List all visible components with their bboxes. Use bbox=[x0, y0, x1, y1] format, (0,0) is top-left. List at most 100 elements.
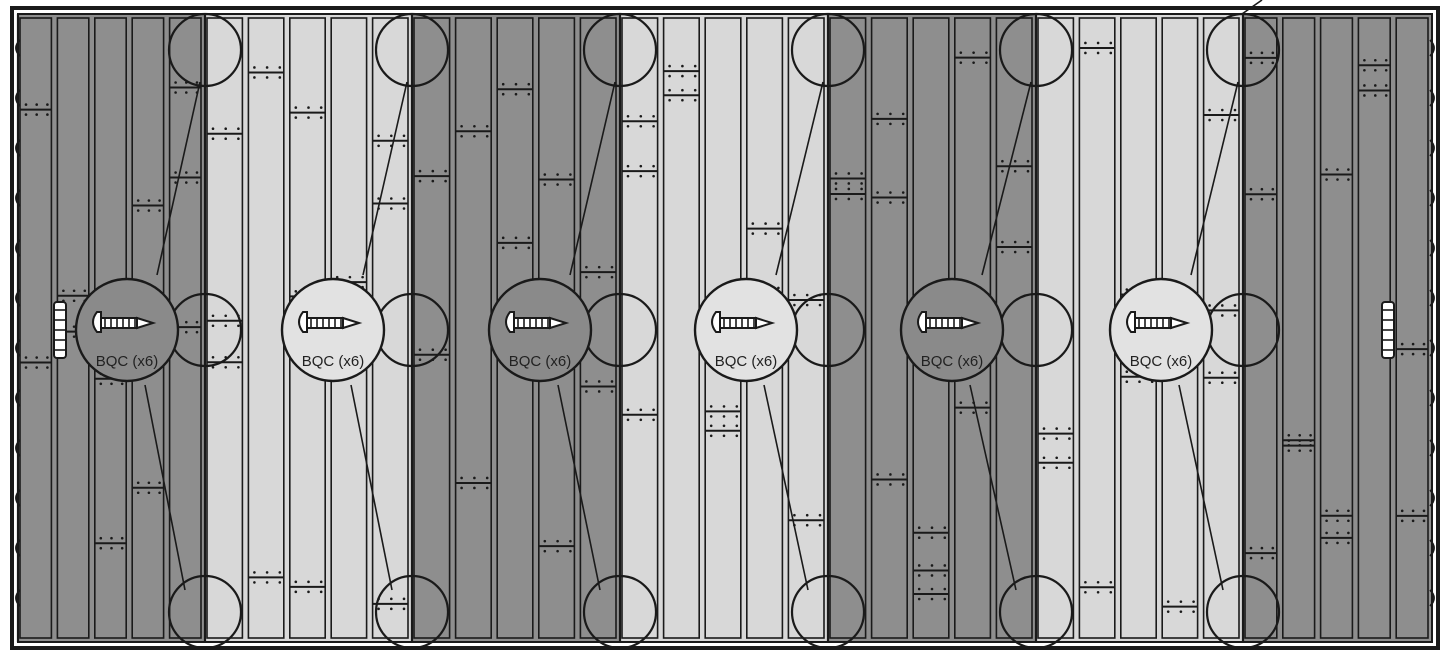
joint-dot bbox=[72, 299, 76, 303]
joint-dot bbox=[1422, 509, 1426, 513]
joint-dot bbox=[1384, 58, 1388, 62]
joint-dot bbox=[1208, 381, 1211, 384]
joint-dot bbox=[1166, 600, 1170, 603]
joint-dot bbox=[889, 201, 892, 204]
joint-dot bbox=[237, 127, 240, 131]
joint-dot bbox=[278, 571, 282, 574]
joint-dot bbox=[147, 199, 151, 202]
joint-dot bbox=[390, 207, 393, 210]
joint-dot bbox=[147, 209, 151, 212]
joint-dot bbox=[847, 197, 851, 201]
joint-dot bbox=[1325, 531, 1328, 535]
joint-dot bbox=[265, 76, 269, 79]
joint-dot bbox=[543, 549, 547, 553]
joint-dot bbox=[972, 411, 975, 414]
joint-dot bbox=[294, 116, 298, 119]
screw-icon bbox=[711, 311, 776, 333]
joint-dot bbox=[985, 61, 988, 64]
joint-dot bbox=[959, 411, 963, 414]
joint-dot bbox=[1325, 168, 1328, 171]
joint-dot bbox=[402, 207, 406, 210]
joint-dot bbox=[1287, 449, 1291, 452]
joint-dot bbox=[265, 581, 269, 584]
joint-dot bbox=[99, 382, 103, 386]
joint-dot bbox=[1166, 610, 1170, 613]
joint-dot bbox=[460, 486, 463, 490]
brace-line bbox=[569, 81, 616, 276]
joint-dot bbox=[1347, 541, 1350, 545]
joint-dot bbox=[1287, 434, 1291, 437]
joint-dot bbox=[1336, 531, 1339, 535]
joint-dot bbox=[751, 232, 755, 235]
screw-tip bbox=[549, 316, 570, 330]
joint-dot bbox=[1287, 444, 1291, 447]
joint-dot bbox=[99, 536, 103, 540]
joint-dot bbox=[120, 382, 124, 386]
joint-dot bbox=[876, 201, 879, 204]
plank bbox=[662, 17, 700, 639]
joint-dot bbox=[1347, 168, 1350, 171]
brace-line bbox=[144, 384, 186, 591]
screw-head bbox=[92, 311, 102, 333]
joint-dot bbox=[319, 580, 323, 584]
joint-dot bbox=[722, 415, 726, 418]
joint-dot bbox=[930, 564, 934, 567]
joint-dot bbox=[1411, 352, 1415, 356]
callout-circle bbox=[1108, 277, 1214, 383]
joint-dot bbox=[569, 549, 572, 553]
joint-dot bbox=[959, 401, 963, 404]
joint-dot bbox=[1084, 590, 1087, 594]
joint-dot bbox=[1096, 51, 1100, 55]
joint-dot bbox=[294, 590, 298, 594]
screw-shank bbox=[100, 317, 138, 329]
joint-dot bbox=[709, 405, 713, 408]
joint-dot bbox=[24, 356, 28, 359]
joint-dot bbox=[626, 164, 630, 168]
joint-dot bbox=[1233, 108, 1237, 112]
joint-dot bbox=[722, 424, 726, 428]
joint-dot bbox=[1221, 118, 1224, 122]
joint-dot bbox=[35, 103, 38, 106]
joint-dot bbox=[709, 424, 713, 428]
joint-dot bbox=[473, 476, 476, 480]
joint-dot bbox=[889, 191, 892, 194]
joint-dot bbox=[211, 314, 215, 318]
joint-dot bbox=[1384, 94, 1388, 97]
joint-dot bbox=[1096, 580, 1100, 584]
joint-dot bbox=[876, 483, 879, 486]
plank bbox=[413, 17, 451, 639]
joint-dot bbox=[402, 607, 406, 611]
joint-dot bbox=[930, 536, 934, 540]
joint-dot bbox=[444, 169, 447, 173]
joint-dot bbox=[46, 366, 49, 369]
joint-dot bbox=[35, 366, 38, 369]
callout-label: BQC (x6) bbox=[509, 353, 572, 370]
joint-dot bbox=[265, 66, 269, 69]
joint-dot bbox=[610, 380, 614, 383]
joint-dot bbox=[418, 169, 422, 173]
joint-dot bbox=[889, 483, 892, 486]
joint-dot bbox=[1221, 304, 1224, 307]
screw-icon bbox=[1126, 311, 1191, 333]
screw-shank bbox=[513, 317, 551, 329]
joint-dot bbox=[185, 330, 188, 334]
joint-dot bbox=[681, 74, 684, 78]
joint-dot bbox=[136, 199, 140, 202]
joint-dot bbox=[110, 382, 113, 386]
joint-dot bbox=[195, 81, 199, 84]
joint-dot bbox=[1271, 61, 1275, 65]
screw-head bbox=[505, 311, 515, 333]
joint-dot bbox=[278, 581, 282, 584]
joint-dot bbox=[460, 134, 463, 138]
joint-dot bbox=[237, 137, 240, 141]
joint-dot bbox=[1096, 41, 1100, 45]
joint-dot bbox=[307, 116, 310, 119]
inner-frame bbox=[17, 13, 1433, 643]
joint-dot bbox=[1298, 444, 1301, 447]
joint-dot bbox=[597, 380, 601, 383]
joint-dot bbox=[1042, 437, 1046, 440]
joint-dot bbox=[556, 549, 559, 553]
joint-dot bbox=[847, 182, 851, 185]
joint-dot bbox=[136, 491, 140, 495]
joint-dot bbox=[1260, 197, 1264, 201]
